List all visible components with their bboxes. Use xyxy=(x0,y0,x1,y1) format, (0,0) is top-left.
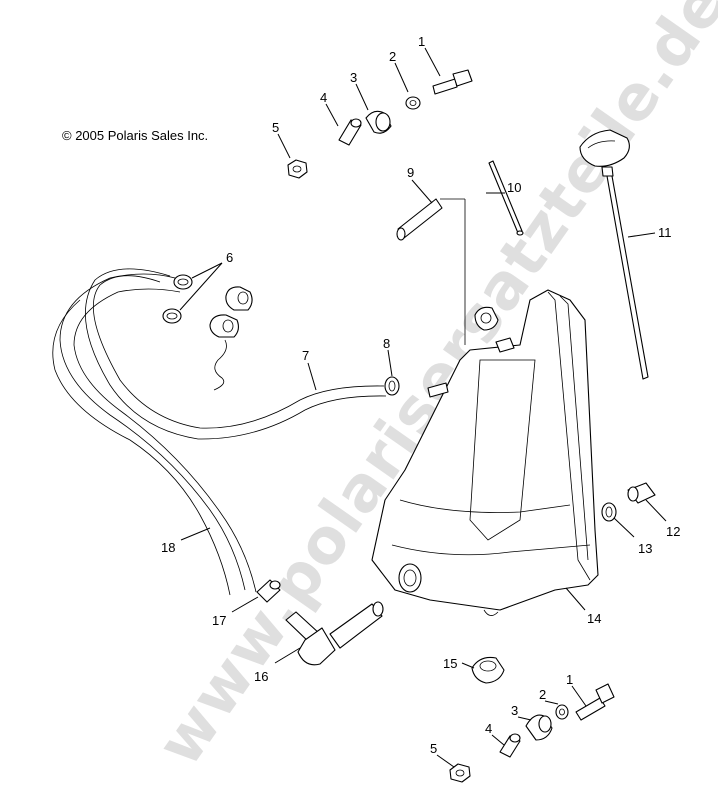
hose-fittings xyxy=(209,286,253,391)
callout-16: 16 xyxy=(254,669,268,684)
leader-lines xyxy=(179,47,667,768)
vent-rod xyxy=(488,160,524,236)
hose-clamps xyxy=(162,274,193,324)
bolt-top xyxy=(432,69,473,95)
spacer-bottom xyxy=(499,733,521,758)
callout-5-bottom: 5 xyxy=(430,741,437,756)
callout-1-bottom: 1 xyxy=(566,672,573,687)
bolt-bottom xyxy=(575,683,615,721)
callout-3: 3 xyxy=(350,70,357,85)
callout-10: 10 xyxy=(507,180,521,195)
cap-15 xyxy=(471,656,505,684)
callout-4-bottom: 4 xyxy=(485,721,492,736)
hose-short xyxy=(396,198,466,345)
callout-5: 5 xyxy=(272,120,279,135)
callout-18: 18 xyxy=(161,540,175,555)
elbow-fitting xyxy=(285,601,384,666)
dipstick xyxy=(579,129,649,380)
hose-sleeve xyxy=(256,579,281,603)
long-hoses xyxy=(52,268,387,596)
callout-2-bottom: 2 xyxy=(539,687,546,702)
callout-11: 11 xyxy=(658,225,672,240)
callout-1: 1 xyxy=(418,34,425,49)
spacer-top xyxy=(338,118,362,146)
callout-15-bottom: 15 xyxy=(443,656,457,671)
callout-numbers: 1 2 3 4 5 6 7 8 9 10 11 12 13 14 15 16 1… xyxy=(161,34,680,756)
callout-4: 4 xyxy=(320,90,327,105)
callout-6: 6 xyxy=(226,250,233,265)
callout-7: 7 xyxy=(302,348,309,363)
callout-17: 17 xyxy=(212,613,226,628)
washer-bottom xyxy=(555,704,569,720)
callout-3-bottom: 3 xyxy=(511,703,518,718)
sealing-washer xyxy=(601,502,617,522)
washer-top xyxy=(405,96,421,110)
callout-2: 2 xyxy=(389,49,396,64)
drain-fitting xyxy=(627,482,656,504)
nut-top xyxy=(287,159,308,179)
callout-12: 12 xyxy=(666,524,680,539)
callout-8: 8 xyxy=(383,336,390,351)
grommet-bottom xyxy=(525,714,553,741)
nut-bottom xyxy=(449,763,471,783)
callout-13: 13 xyxy=(638,541,652,556)
grommet-top xyxy=(365,110,392,134)
callout-9: 9 xyxy=(407,165,414,180)
oil-tank xyxy=(371,289,599,616)
callout-14: 14 xyxy=(587,611,601,626)
hose-clip xyxy=(384,376,400,396)
copyright-notice: © 2005 Polaris Sales Inc. xyxy=(62,128,208,143)
